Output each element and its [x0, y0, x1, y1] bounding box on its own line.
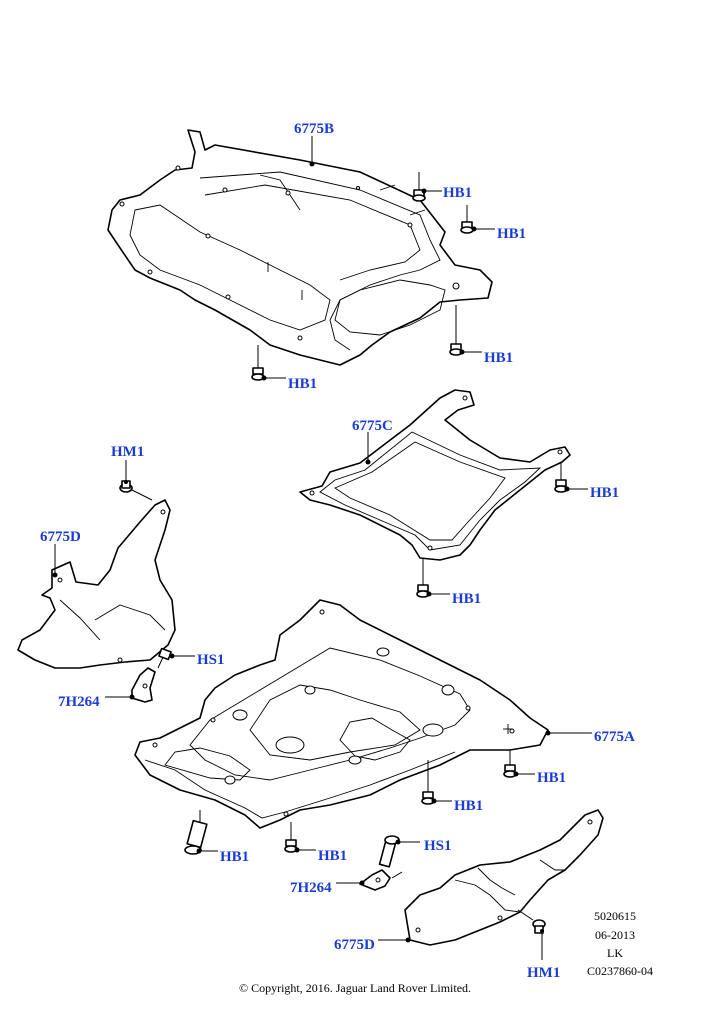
- label-hm1-bottom: HM1: [527, 965, 560, 981]
- diagram-reference: C0237860-04: [587, 964, 653, 978]
- bolt-icon: [184, 810, 208, 855]
- diagram-initials: LK: [607, 946, 623, 960]
- label-7h264-right: 7H264: [290, 880, 332, 896]
- label-hb1-1: HB1: [443, 185, 472, 201]
- label-6775d-left: 6775D: [40, 529, 81, 545]
- label-6775a: 6775A: [594, 729, 635, 745]
- shield-6775b: [107, 129, 493, 366]
- bolt-icon: [421, 760, 435, 805]
- label-6775c: 6775C: [352, 418, 393, 434]
- label-hs1-right: HS1: [424, 838, 452, 854]
- shield-6775d-right: [404, 809, 604, 946]
- bolt-icon: [251, 345, 265, 381]
- label-hb1-5: HB1: [590, 485, 619, 501]
- label-7h264-left: 7H264: [58, 694, 100, 710]
- bracket-7h264-left: [131, 667, 156, 703]
- bolt-icon: [157, 647, 172, 669]
- label-hb1-9: HB1: [318, 848, 347, 864]
- shield-6775a: [134, 599, 549, 829]
- bolt-icon: [449, 305, 463, 356]
- bolt-icon: [412, 172, 426, 202]
- bolt-icon: [284, 822, 298, 853]
- label-hs1-left: HS1: [197, 652, 225, 668]
- label-6775d-right: 6775D: [334, 937, 375, 953]
- label-6775b: 6775B: [294, 121, 334, 137]
- bolt-icon: [416, 558, 430, 598]
- diagram-code: 5020615: [594, 909, 636, 923]
- shield-6775d-left: [17, 499, 176, 669]
- label-hb1-8: HB1: [454, 798, 483, 814]
- clip-icon: [119, 480, 153, 501]
- bracket-7h264-right: [359, 869, 403, 891]
- bolt-icon: [554, 462, 568, 493]
- diagram-date: 06-2013: [595, 928, 635, 942]
- label-hb1-7: HB1: [537, 770, 566, 786]
- label-hb1-4: HB1: [288, 376, 317, 392]
- label-hb1-6: HB1: [452, 591, 481, 607]
- label-hb1-2: HB1: [497, 226, 526, 242]
- label-hb1-3: HB1: [484, 350, 513, 366]
- bolt-icon: [460, 205, 474, 234]
- clip-icon: [517, 909, 546, 934]
- label-hm1-top: HM1: [111, 444, 144, 460]
- copyright-notice: © Copyright, 2016. Jaguar Land Rover Lim…: [239, 981, 471, 995]
- label-hb1-10: HB1: [220, 849, 249, 865]
- shield-6775c: [299, 389, 571, 561]
